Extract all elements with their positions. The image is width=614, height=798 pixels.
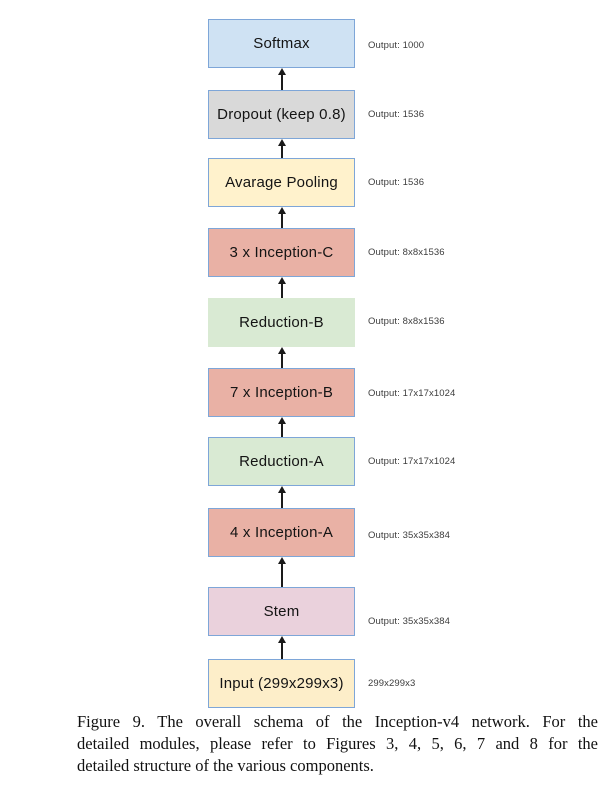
up-arrow-icon xyxy=(275,417,289,437)
node-label: Avarage Pooling xyxy=(225,174,338,191)
arrowhead-icon xyxy=(278,636,286,643)
node-label: Dropout (keep 0.8) xyxy=(217,106,346,123)
node-reduction-b: Reduction-B xyxy=(208,298,355,347)
arrow-shaft xyxy=(281,490,283,508)
arrowhead-icon xyxy=(278,277,286,284)
arrow-shaft xyxy=(281,421,283,437)
output-label-input: 299x299x3 xyxy=(368,678,416,689)
node-inception-c: 3 x Inception-C xyxy=(208,228,355,277)
node-label: Reduction-A xyxy=(239,453,324,470)
node-stem: Stem xyxy=(208,587,355,636)
caption-line: detailed modules, please refer to Figure… xyxy=(77,734,598,753)
node-label: 7 x Inception-B xyxy=(229,384,334,401)
node-label: 4 x Inception-A xyxy=(229,524,334,541)
node-softmax: Softmax xyxy=(208,19,355,68)
output-label-dropout: Output: 1536 xyxy=(368,109,425,120)
arrow-shaft xyxy=(281,351,283,368)
arrow-shaft xyxy=(281,281,283,298)
output-label-average-pooling: Output: 1536 xyxy=(368,177,425,188)
node-label: Input (299x299x3) xyxy=(219,675,344,692)
output-label-stem: Output: 35x35x384 xyxy=(368,616,450,627)
node-reduction-a: Reduction-A xyxy=(208,437,355,486)
arrowhead-icon xyxy=(278,557,286,564)
node-label: 3 x Inception-C xyxy=(229,244,334,261)
node-average-pooling: Avarage Pooling xyxy=(208,158,355,207)
output-label-softmax: Output: 1000 xyxy=(368,40,425,51)
node-label: Reduction-B xyxy=(239,314,324,331)
output-label-reduction-a: Output: 17x17x1024 xyxy=(368,456,456,467)
arrow-shaft xyxy=(281,640,283,659)
arrow-shaft xyxy=(281,211,283,228)
caption-line: Figure 9. The overall schema of the Ince… xyxy=(77,712,598,731)
arrowhead-icon xyxy=(278,207,286,214)
node-inception-b: 7 x Inception-B xyxy=(208,368,355,417)
arrow-shaft xyxy=(281,143,283,158)
output-label-reduction-b: Output: 8x8x1536 xyxy=(368,316,445,327)
node-label: Stem xyxy=(263,603,300,620)
up-arrow-icon xyxy=(275,636,289,659)
up-arrow-icon xyxy=(275,347,289,368)
caption-line: detailed structure of the various compon… xyxy=(77,756,374,775)
up-arrow-icon xyxy=(275,207,289,228)
arrowhead-icon xyxy=(278,139,286,146)
node-inception-a: 4 x Inception-A xyxy=(208,508,355,557)
up-arrow-icon xyxy=(275,486,289,508)
arrow-shaft xyxy=(281,561,283,587)
up-arrow-icon xyxy=(275,277,289,298)
node-label: Softmax xyxy=(253,35,310,52)
arrowhead-icon xyxy=(278,417,286,424)
up-arrow-icon xyxy=(275,68,289,90)
output-label-inception-b: Output: 17x17x1024 xyxy=(368,388,456,399)
arrow-shaft xyxy=(281,72,283,90)
arrowhead-icon xyxy=(278,68,286,75)
node-input: Input (299x299x3) xyxy=(208,659,355,708)
output-label-inception-c: Output: 8x8x1536 xyxy=(368,247,445,258)
up-arrow-icon xyxy=(275,139,289,158)
up-arrow-icon xyxy=(275,557,289,587)
arrowhead-icon xyxy=(278,347,286,354)
output-label-inception-a: Output: 35x35x384 xyxy=(368,530,450,541)
node-dropout: Dropout (keep 0.8) xyxy=(208,90,355,139)
figure-caption: Figure 9. The overall schema of the Ince… xyxy=(77,711,598,777)
arrowhead-icon xyxy=(278,486,286,493)
